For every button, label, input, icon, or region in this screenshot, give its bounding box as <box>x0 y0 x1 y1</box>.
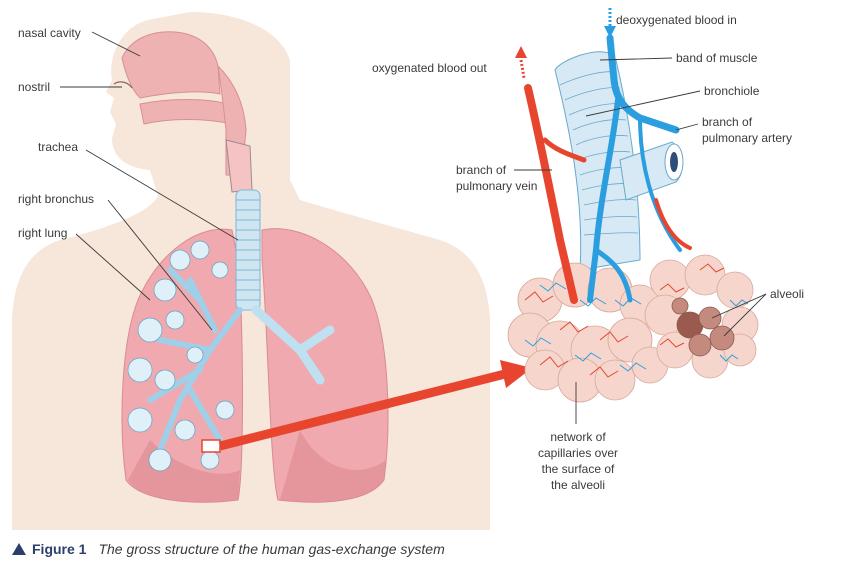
leader-trachea <box>85 149 239 241</box>
alveolar-cluster-left <box>507 262 669 403</box>
nasal-cavity-shape <box>121 31 221 99</box>
alveoli-detail <box>507 8 759 403</box>
pulmonary-artery <box>587 34 682 303</box>
label-oxygenated-out: oxygenated blood out <box>372 61 487 75</box>
leader-band-of-muscle <box>599 57 673 61</box>
label-pulmonary-artery-line1: branch of <box>702 115 753 129</box>
caption-text: The gross structure of the human gas-exc… <box>98 541 445 557</box>
left-bronchial-tree <box>251 305 335 385</box>
label-nostril: nostril <box>18 80 50 94</box>
right-lung-shape <box>121 228 243 503</box>
lung-base-shading-left <box>280 430 386 503</box>
oxy-out-arrow <box>515 46 527 58</box>
label-capillaries-line1: network of <box>550 430 606 444</box>
trachea-shape <box>235 189 261 311</box>
label-pulmonary-artery-line2: pulmonary artery <box>702 131 792 145</box>
leader-right-lung <box>75 233 151 301</box>
pulmonary-vein <box>524 84 692 304</box>
caption-figure-number: Figure 1 <box>32 541 87 557</box>
label-right-bronchus: right bronchus <box>18 192 94 206</box>
caption-triangle-icon <box>12 543 26 555</box>
label-deoxygenated-in: deoxygenated blood in <box>616 13 737 27</box>
label-band-of-muscle: band of muscle <box>676 51 758 65</box>
label-capillaries-line3: the surface of <box>542 462 615 476</box>
figure-caption: Figure 1 The gross structure of the huma… <box>12 538 445 560</box>
human-figure <box>12 12 490 530</box>
right-bronchial-tree <box>147 267 243 453</box>
label-alveoli: alveoli <box>770 287 804 301</box>
leader-bronchiole <box>585 90 701 117</box>
leader-pulmonary-artery <box>675 123 699 131</box>
leader-nasal-cavity <box>91 31 141 57</box>
labels: nasal cavity nostril trachea right bronc… <box>18 13 804 492</box>
label-capillaries-line2: capillaries over <box>538 446 618 460</box>
leader-alveoli-1 <box>711 293 767 319</box>
nostril-shape <box>113 81 133 89</box>
right-lung-alveoli-texture <box>127 240 235 472</box>
deoxy-in-arrow <box>604 26 616 38</box>
alveolus-highlight-box <box>201 439 221 453</box>
zoom-arrow <box>218 360 532 451</box>
open-alveoli <box>671 297 735 357</box>
label-bronchiole: bronchiole <box>704 84 760 98</box>
label-capillaries-line4: the alveoli <box>551 478 605 492</box>
label-nasal-cavity: nasal cavity <box>18 26 81 40</box>
label-pulmonary-vein-line2: pulmonary vein <box>456 179 537 193</box>
label-pulmonary-vein-line1: branch of <box>456 163 507 177</box>
gas-exchange-diagram: nasal cavity nostril trachea right bronc… <box>12 8 804 530</box>
label-trachea: trachea <box>38 140 78 154</box>
leader-right-bronchus <box>107 199 213 331</box>
leader-alveoli-2 <box>723 293 767 337</box>
label-right-lung: right lung <box>18 226 67 240</box>
